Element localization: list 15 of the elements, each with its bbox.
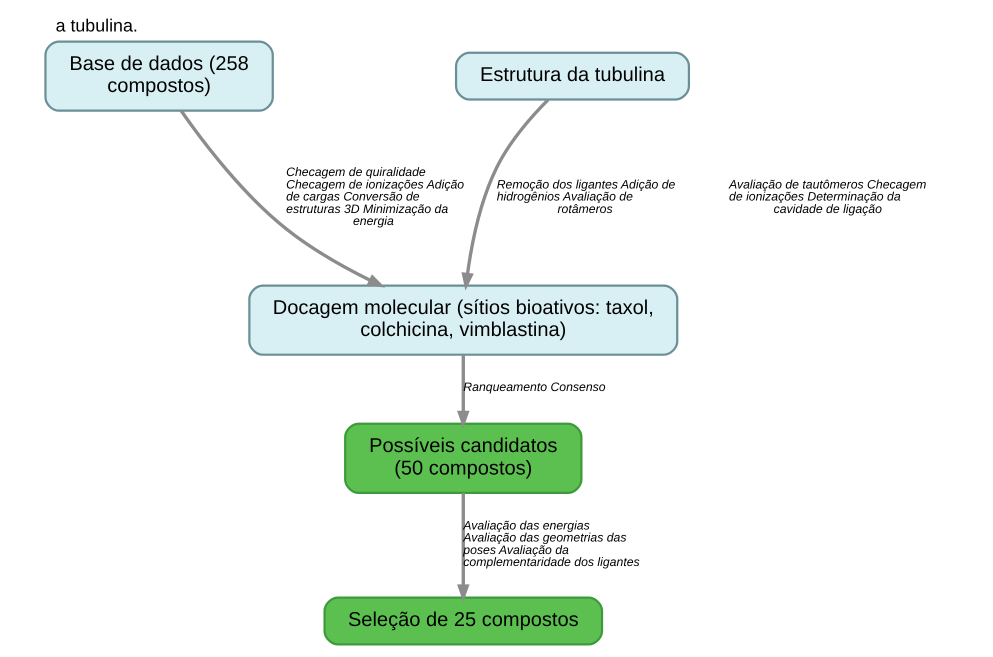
node-box: Base de dados (258 compostos) xyxy=(44,40,274,112)
edge-label: Ranqueamento Consenso xyxy=(462,380,606,394)
caption: a tubulina. xyxy=(55,15,138,36)
arrow xyxy=(456,354,470,429)
node-box: Possíveis candidatos (50 compostos) xyxy=(344,422,582,494)
edge-label: Remoção dos ligantes Adição de hidrogênios Avaliação de rotâmeros xyxy=(496,177,675,216)
arrow xyxy=(460,98,549,291)
node-box: Estrutura da tubulina xyxy=(454,52,690,101)
node-box: Seleção de 25 compostos xyxy=(322,596,603,646)
edge-label: Avaliação das energias Avaliação das geometrias das poses Avaliação da complementaridade dos ligantes xyxy=(462,518,640,570)
label: Avaliação de tautômeros Checagem de ionizações Determinação da cavidade de ligação xyxy=(728,177,926,216)
arrow xyxy=(179,110,385,288)
edge-label: Checagem de quiralidade Checagem de ionizações Adição de cargas Conversão de estruturas 3D Minimização da energia xyxy=(286,165,464,228)
arrow xyxy=(456,493,470,602)
node-box: Docagem molecular (sítios bioativos: taxol, colchicina, vimblastina) xyxy=(248,284,678,356)
